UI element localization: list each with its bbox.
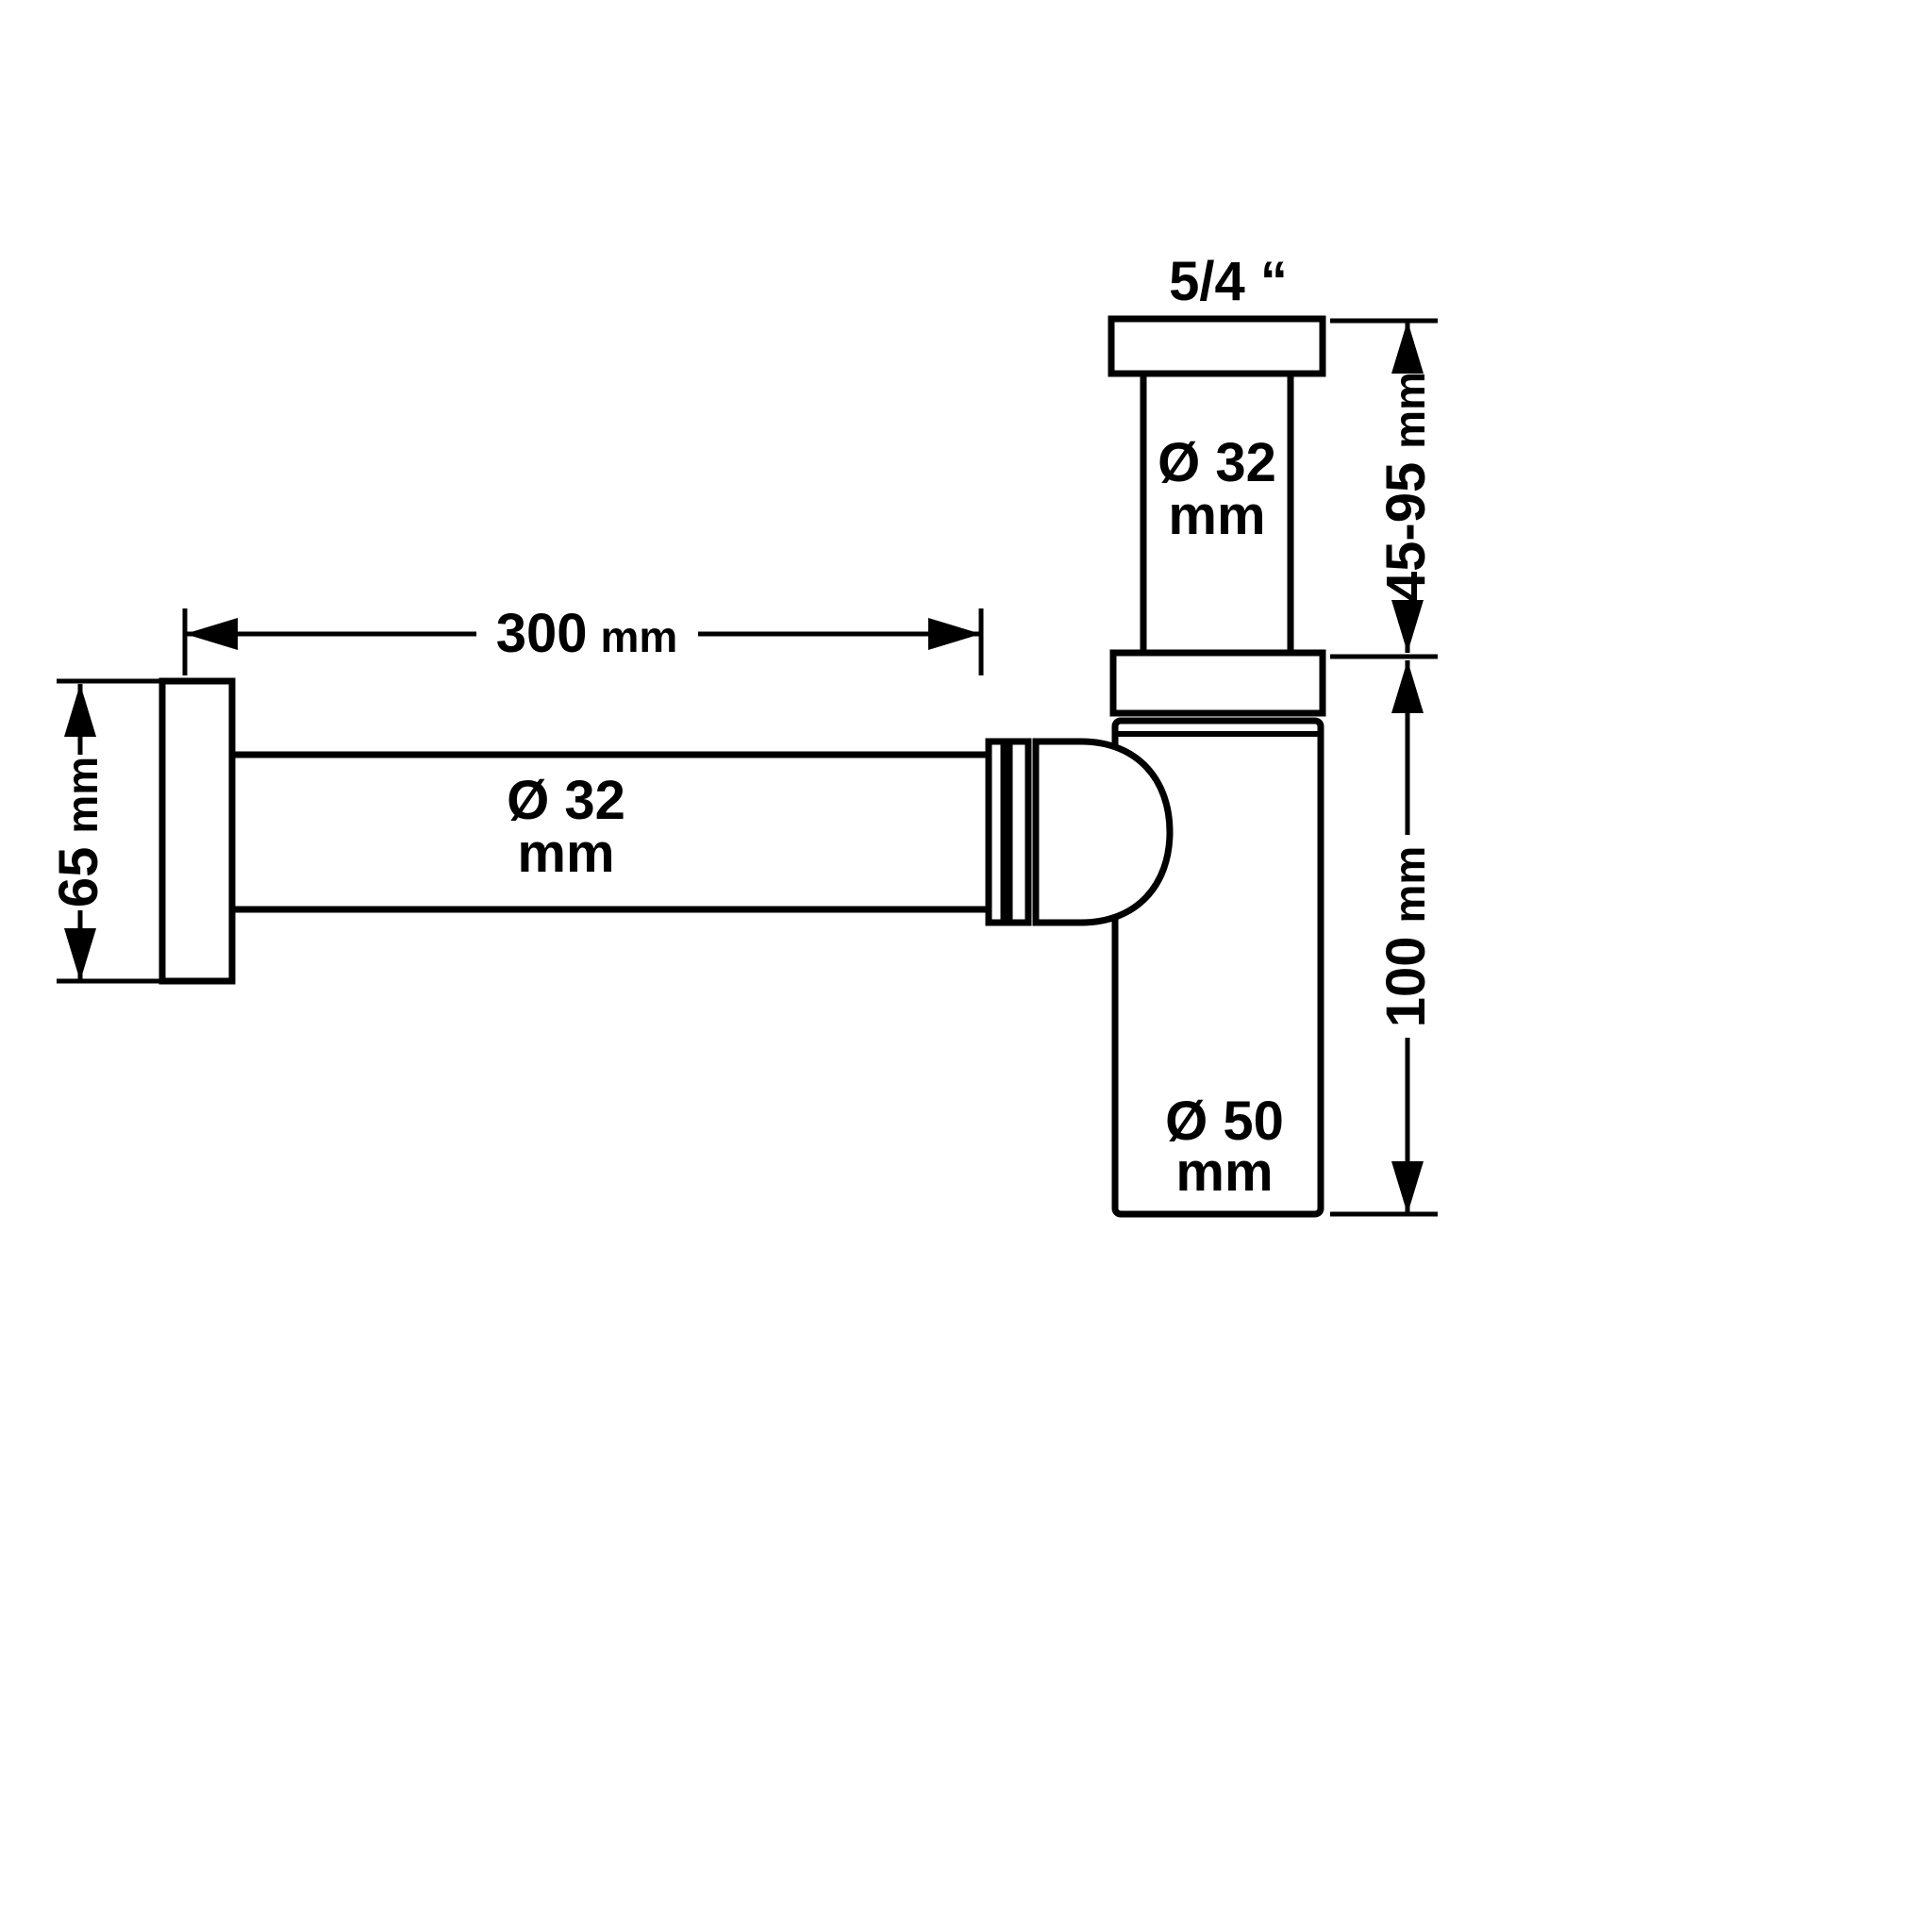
inlet-top-flange [1108,315,1326,377]
dim-flange-arrow-down [64,928,96,981]
wall-tube [228,751,992,913]
dim-body-label: 100mm [1375,846,1437,1028]
wall-flange [158,677,236,985]
compression-nut [1006,738,1032,926]
dim-inlet-arrow-up [1391,321,1424,374]
dim-body-arrow-up [1391,660,1424,713]
dim-inlet-arrow-down [1391,600,1424,653]
inlet-diameter-label-line2: mm [1168,485,1265,546]
body-diameter-label-line2: mm [1175,1141,1273,1203]
dim-length-arrow-left [185,618,238,650]
elbow-fitting [1032,738,1174,926]
inlet-diameter-label-line1: Ø 32 [1158,432,1276,493]
thread-size-label: 5/4 “ [1169,251,1288,312]
dim-inlet-label: 45-95mm [1375,372,1437,602]
dim-flange-arrow-up [64,684,96,737]
pipe-diameter-label-line2: mm [517,823,614,884]
dim-length-arrow-right [928,618,981,650]
pipe-diameter-label-line1: Ø 32 [507,770,625,831]
dim-flange-label: 65mm [48,757,109,908]
inlet-tube [1140,366,1294,664]
compression-ring [985,738,1008,926]
inlet-collar-nut [1109,649,1326,717]
body-diameter-label-line1: Ø 50 [1165,1091,1284,1152]
dim-body-arrow-down [1391,1161,1424,1214]
